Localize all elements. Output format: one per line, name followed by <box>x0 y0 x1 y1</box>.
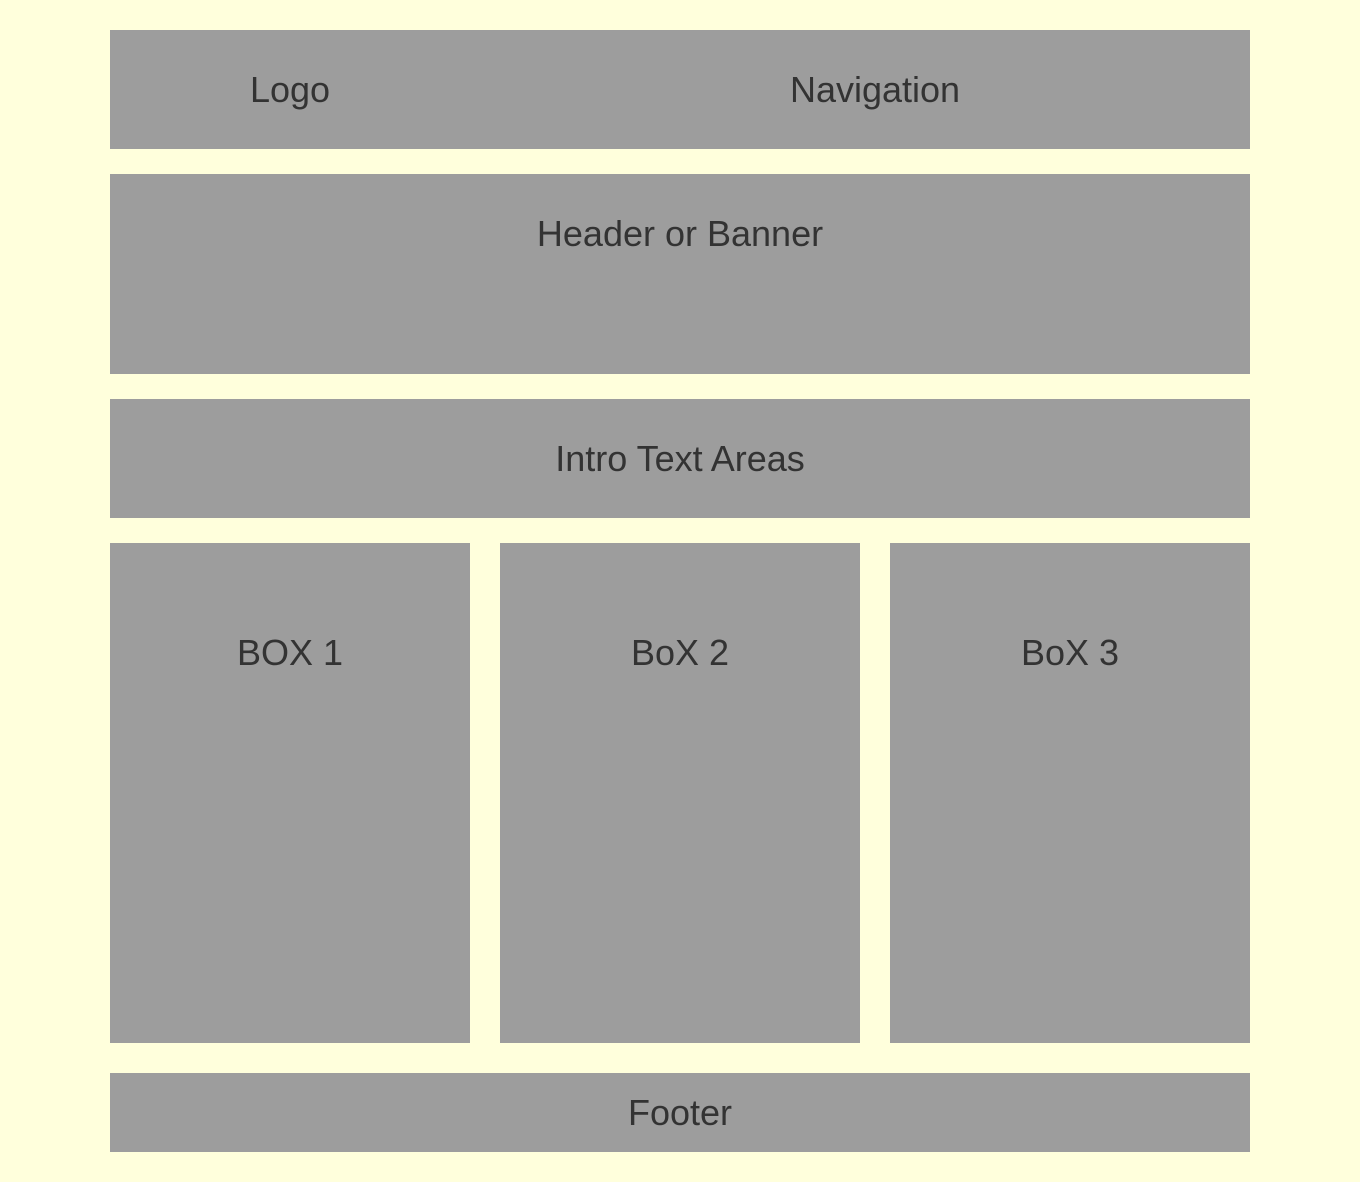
content-box-1: BOX 1 <box>110 543 470 1043</box>
box-3-label: BoX 3 <box>1020 632 1120 673</box>
header-banner: Header or Banner <box>110 174 1250 374</box>
navigation-placeholder[interactable]: Navigation <box>789 69 961 110</box>
footer: Footer <box>110 1073 1250 1152</box>
content-box-2: BoX 2 <box>500 543 860 1043</box>
box-2-label: BoX 2 <box>630 632 730 673</box>
top-bar: Logo Navigation <box>110 30 1250 149</box>
box-1-label: BOX 1 <box>236 632 344 673</box>
footer-label: Footer <box>627 1092 733 1133</box>
intro-text-area: Intro Text Areas <box>110 399 1250 518</box>
banner-label: Header or Banner <box>536 213 824 254</box>
intro-label: Intro Text Areas <box>555 438 805 479</box>
logo-placeholder[interactable]: Logo <box>249 69 331 110</box>
content-box-3: BoX 3 <box>890 543 1250 1043</box>
